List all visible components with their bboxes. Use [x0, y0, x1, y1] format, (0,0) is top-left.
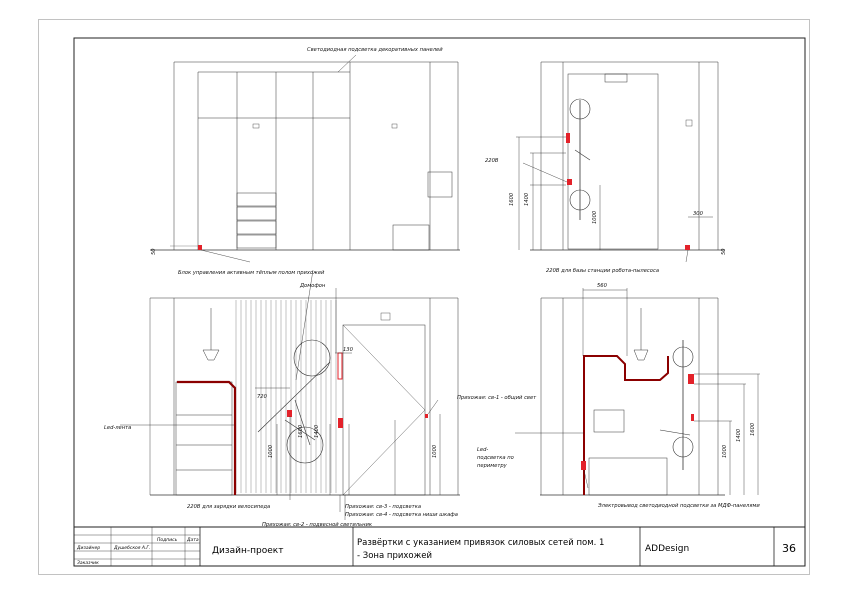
dim-560: 560 [597, 283, 608, 289]
bike-hook-outlet [566, 133, 570, 143]
switch-block [338, 418, 343, 428]
note-led-perimeter-2: подсветка по [477, 455, 514, 461]
intercom-box [337, 352, 343, 380]
outer-frame [38, 19, 810, 575]
dim-lines-bottom-left [120, 269, 441, 520]
note-intercom: Домофон [299, 283, 326, 289]
dim-300: 300 [693, 211, 704, 217]
dim-1400-c: 1400 [736, 428, 742, 442]
switch-right [691, 414, 694, 421]
dim-720: 720 [257, 394, 268, 400]
robot-vacuum-outlet [685, 245, 690, 250]
outlet-220v [567, 179, 572, 185]
tb-sheet-title-2: - Зона прихожей [357, 551, 432, 561]
note-robot-vacuum: 220В для базы станции робота-пылесоса [546, 268, 659, 274]
pendant-lamp [202, 308, 220, 361]
note-led-perimeter-3: периметру [477, 463, 508, 469]
outlet-low-right [581, 461, 586, 470]
bike-outlet-right [688, 374, 694, 384]
elevation-bottom-left [150, 297, 460, 496]
elevation-top-right [530, 61, 725, 251]
tb-role-designer: Дизайнер [76, 545, 100, 551]
note-led-panels: Светодиодная подсветка декоративных пане… [307, 47, 443, 53]
outlet-red [198, 245, 202, 250]
dim-1600-b: 1600 [298, 424, 304, 438]
dim-1400-a: 1400 [524, 192, 530, 206]
dim-1400-b: 1400 [314, 424, 320, 438]
dim-1000-b: 1000 [268, 444, 274, 458]
dim-1000-c: 1000 [432, 444, 438, 458]
dim-50-b: 50 [721, 248, 727, 255]
inner-frame [73, 37, 806, 567]
tb-designer-name: Душебскоя А.Г. [113, 545, 150, 551]
elevation-top-left [150, 61, 460, 251]
title-block [74, 526, 805, 566]
decorative-slats [235, 300, 337, 493]
bike-outlet [287, 410, 292, 417]
note-floor-heating: Блок управления активным тёплым полом пр… [178, 270, 325, 276]
note-mdf-output: Электровывод светодиодной подсветки за М… [597, 503, 760, 509]
tb-sheet-number: 36 [782, 542, 796, 555]
tb-role-customer: Заказчик [77, 560, 99, 566]
note-pendant: Прихожая: св-2 - подвесной светильник [262, 522, 373, 528]
tb-col-signature: Подпись [157, 537, 178, 543]
note-general-light: Прихожая: св-1 - общий свет [457, 395, 537, 401]
dim-1600-c: 1600 [750, 422, 756, 436]
led-perimeter-line [583, 355, 669, 495]
switch-small [425, 414, 428, 418]
led-strip-line [177, 380, 237, 495]
note-led-strip: Led-лента [104, 425, 131, 431]
dim-1000-a: 1000 [592, 210, 598, 224]
dim-1000-d: 1000 [722, 444, 728, 458]
note-bike-charging: 220В для зарядки велосипеда [187, 504, 270, 510]
tb-sheet-title-1: Развёртки с указанием привязок силовых с… [357, 538, 604, 548]
dim-lines-top-right [516, 136, 713, 263]
tb-col-date: Дата [186, 537, 199, 543]
note-backlight: Прихожая: св-3 - подсветка [345, 504, 421, 510]
bicycle [257, 339, 331, 464]
note-led-perimeter-1: Led- [477, 447, 488, 453]
tb-project-type: Дизайн-проект [212, 546, 283, 556]
dim-1600-a: 1600 [509, 192, 515, 206]
note-niche: Прихожая: св-4 - подсветка ниши шкафа [345, 512, 458, 518]
dim-130: 130 [343, 347, 354, 353]
dim-lines-bottom-right [515, 288, 760, 495]
note-220v: 220В [485, 158, 499, 164]
elevation-bottom-right [540, 297, 725, 496]
dim-50-a: 50 [151, 248, 157, 255]
tb-company: ADDesign [645, 544, 689, 554]
